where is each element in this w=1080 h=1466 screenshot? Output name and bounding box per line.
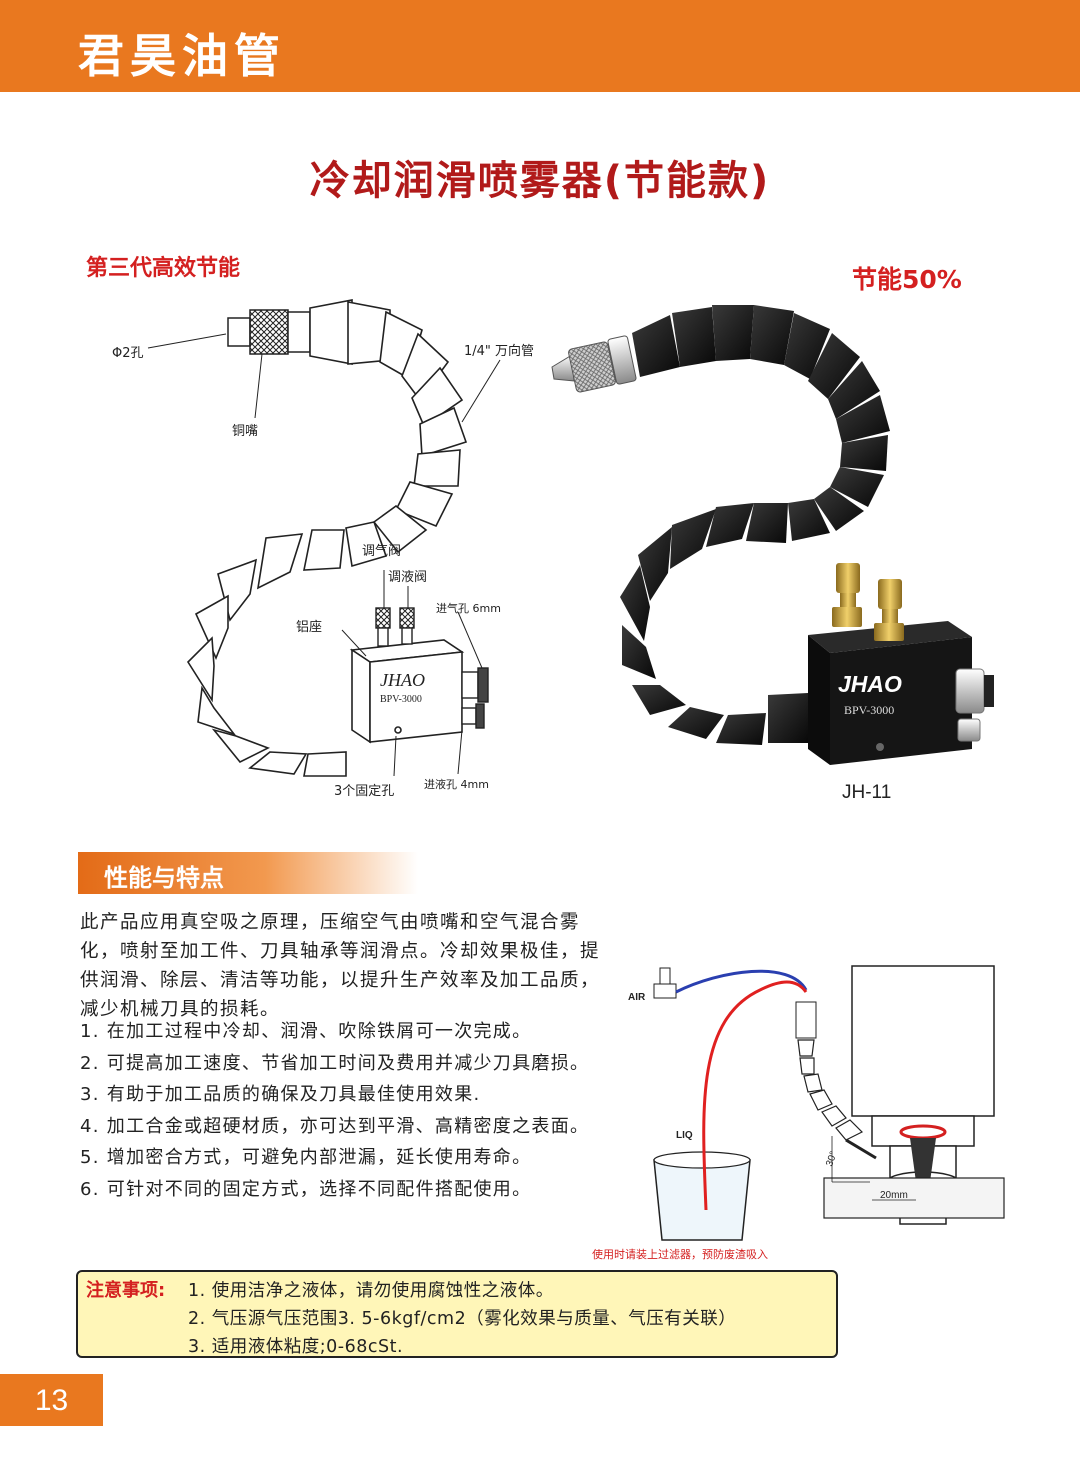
line-diagram-svg: JHAO BPV-3000 [147, 299, 501, 777]
photo-fix-hole [876, 743, 884, 751]
notice-label: 注意事项: [86, 1280, 166, 1301]
cup-rim [653, 1151, 751, 1169]
liq-label: LIQ [676, 1130, 693, 1141]
photo-brand: JHAO [838, 671, 902, 697]
usage-hose-segments [797, 1039, 864, 1141]
aluminum-block [349, 639, 465, 744]
photo-brass-valves [832, 563, 904, 641]
distance-label: 20mm [880, 1190, 908, 1201]
label-air-inlet: 进气孔 6mm [436, 602, 501, 615]
label-liquid-valve: 调液阀 [388, 570, 428, 585]
product-description: 此产品应用真空吸之原理，压缩空气由喷嘴和空气混合雾 化，喷射至加工件、刀具轴承等… [80, 908, 660, 1024]
label-hole: Φ2孔 [112, 346, 144, 361]
spindle-housing [851, 965, 995, 1117]
feature-item: 3. 有助于加工品质的确保及刀具最佳使用效果. [80, 1084, 481, 1105]
description-line: 化，喷射至加工件、刀具轴承等润滑点。冷却效果极佳，提 [80, 941, 601, 962]
page-header: 君昊油管 [0, 0, 1080, 92]
notice-item: 3. 适用液体粘度;0-68cSt. [188, 1337, 404, 1357]
subtitle-generation: 第三代高效节能 [86, 256, 241, 281]
brand-title: 君昊油管 [78, 29, 286, 83]
photo-block-side [808, 635, 830, 765]
air-source-body [653, 983, 677, 999]
label-hose: 1/4" 万向管 [464, 344, 535, 359]
section-bar [78, 852, 418, 894]
air-tube [675, 969, 808, 994]
page-number: 13 [34, 1384, 69, 1417]
liquid-cup [653, 1159, 751, 1241]
air-source-valve [659, 967, 671, 985]
cutting-tool [910, 1138, 936, 1182]
air-label: AIR [628, 992, 646, 1003]
feature-item: 1. 在加工过程中冷却、润滑、吹除铁屑可一次完成。 [80, 1021, 532, 1042]
brass-nozzle [249, 309, 289, 355]
page-number-box: 13 [0, 1374, 103, 1426]
label-fix-holes: 3个固定孔 [334, 784, 395, 799]
usage-diagram-svg: AIR LIQ 30° 20mm [628, 965, 1005, 1241]
photo-knurled-nut [568, 341, 616, 393]
diagram-body-brand: JHAO [380, 670, 425, 690]
diagram-body-model: BPV-3000 [380, 694, 422, 705]
label-air-valve: 调气阀 [362, 544, 402, 559]
nozzle-tip [227, 317, 251, 347]
photo-hose-segments [620, 305, 890, 745]
nozzle-nut [287, 311, 311, 353]
mixer-block [795, 1001, 817, 1039]
description-line: 此产品应用真空吸之原理，压缩空气由喷嘴和空气混合雾 [80, 912, 581, 933]
valve-knobs [375, 607, 415, 647]
description-line: 减少机械刀具的损耗。 [80, 999, 281, 1020]
label-base: 铝座 [296, 620, 323, 635]
feature-list: 1. 在加工过程中冷却、润滑、吹除铁屑可一次完成。 2. 可提高加工速度、节省加… [80, 1016, 680, 1205]
usage-nozzle [845, 1138, 877, 1160]
liquid-tube [702, 980, 808, 1211]
notice-box: 注意事项: 1. 使用洁净之液体，请勿使用腐蚀性之液体。 2. 气压源气压范围3… [76, 1270, 838, 1358]
product-line-diagram: JHAO BPV-3000 Φ2孔 铜嘴 1/ [90, 290, 560, 810]
feature-item: 2. 可提高加工速度、节省加工时间及费用并减少刀具磨损。 [80, 1052, 590, 1074]
feature-item: 4. 加工合金或超硬材质，亦可达到平滑、高精密度之表面。 [80, 1115, 590, 1137]
photo-nozzle-tip [551, 354, 575, 382]
photo-model: BPV-3000 [844, 703, 894, 717]
section-title: 性能与特点 [104, 864, 224, 892]
usage-note: 使用时请装上过滤器，预防废渣吸入 [592, 1248, 768, 1261]
product-photo-svg: JHAO BPV-3000 [551, 305, 994, 765]
angle-label: 30° [824, 1150, 840, 1168]
product-photo: JHAO BPV-3000 [540, 295, 1010, 785]
notice-item: 1. 使用洁净之液体，请勿使用腐蚀性之液体。 [188, 1281, 554, 1301]
label-liquid-inlet: 进液孔 4mm [424, 778, 489, 791]
pointer-lines [147, 333, 501, 777]
photo-side-fittings [955, 668, 994, 742]
inlet-fittings [461, 667, 489, 729]
subtitle-energy-saving: 节能50% [852, 265, 962, 294]
feature-item: 6. 可针对不同的固定方式，选择不同配件搭配使用。 [80, 1178, 532, 1200]
label-nozzle: 铜嘴 [232, 424, 259, 439]
feature-item: 5. 增加密合方式，可避免内部泄漏，延长使用寿命。 [80, 1147, 532, 1168]
angle-lines [831, 1136, 870, 1183]
photo-nozzle-collar [607, 335, 637, 385]
usage-diagram: AIR LIQ 30° 20mm [610, 960, 1050, 1260]
hose-segments [186, 299, 468, 777]
workpiece [823, 1177, 1005, 1219]
product-code: JH-11 [842, 782, 892, 803]
photo-block-front [830, 637, 972, 765]
description-line: 供润滑、除层、清洁等功能，以提升生产效率及加工品质， [80, 970, 601, 991]
page-title: 冷却润滑喷雾器(节能款) [309, 158, 771, 204]
notice-item: 2. 气压源气压范围3. 5-6kgf/cm2（雾化效果与质量、气压有关联） [188, 1309, 737, 1329]
